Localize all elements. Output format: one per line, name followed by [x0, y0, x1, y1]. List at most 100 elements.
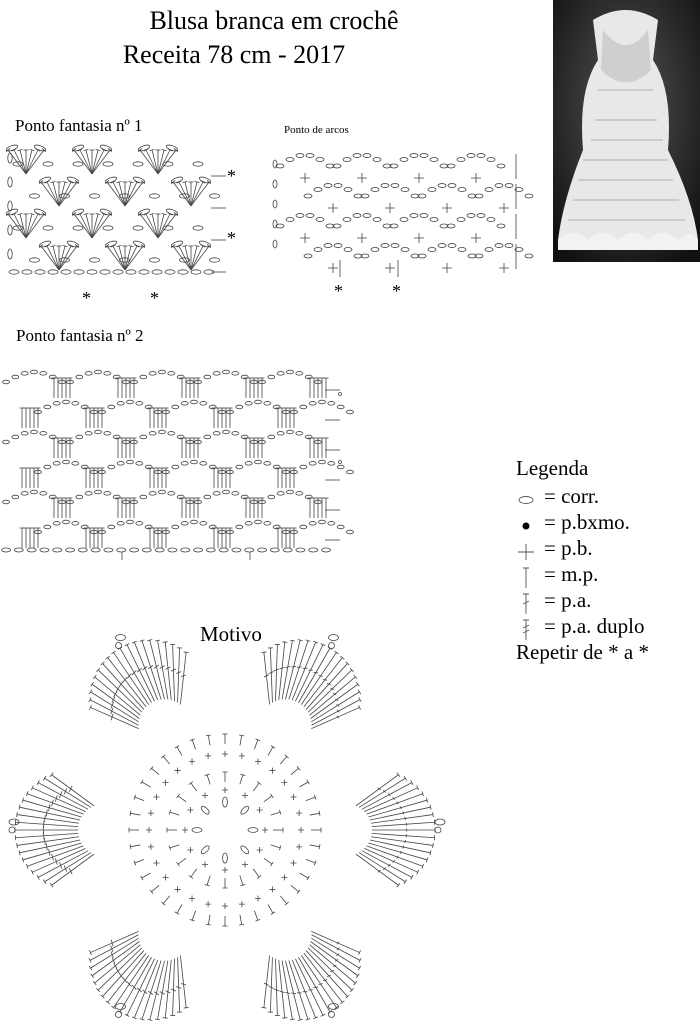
single-crochet-stitch [175, 886, 181, 892]
chain-stitch [172, 465, 179, 469]
chain-stitch [200, 805, 210, 815]
stitch-top-bar [184, 652, 189, 653]
chain-stitch [232, 432, 239, 436]
stitch-cross-bar [405, 817, 406, 820]
double-crochet-stitch [180, 652, 186, 704]
fantasia1-label: Ponto fantasia nº 1 [15, 116, 143, 136]
double-crochet-stitch [17, 837, 79, 846]
stitch-top-bar [111, 651, 115, 654]
chain-stitch [316, 218, 324, 222]
chain-stitch [316, 158, 324, 162]
stitch-cross-bar [116, 686, 119, 692]
chain-stitch [152, 270, 162, 274]
double-crochet-stitch [16, 822, 79, 826]
chain-stitch [277, 492, 284, 496]
arcos-label: Ponto de arcos [284, 124, 349, 136]
double-crochet-stitch [364, 848, 417, 872]
double-crochet-stitch [264, 652, 270, 704]
chain-stitch [181, 522, 188, 526]
double-crochet-stitch [191, 182, 203, 206]
double-crochet-stitch [364, 788, 417, 812]
chain-stitch [505, 244, 513, 248]
double-crochet-stitch [91, 692, 139, 722]
chain-stitch [12, 495, 19, 499]
double-crochet-stitch [371, 837, 433, 846]
chain-stitch [31, 370, 38, 374]
chain-stitch [277, 372, 284, 376]
chain-stitch [363, 214, 371, 218]
chain-stitch [8, 177, 12, 187]
chain-stitch [287, 490, 294, 494]
single-crochet-stitch [296, 810, 302, 816]
treble-crochet-icon [516, 618, 536, 638]
stitch-cross-bar [114, 691, 117, 697]
legend-item: = p.a. duplo [516, 614, 649, 640]
stitch-top-bar [43, 776, 46, 780]
legend-text: = m.p. [544, 562, 598, 586]
single-crochet-stitch [239, 753, 245, 759]
chain-stitch [40, 548, 49, 552]
chain-stitch [296, 492, 303, 496]
legend-text: = p.bxmo. [544, 510, 630, 534]
stitch-top-bar [271, 912, 275, 915]
chain-stitch [505, 184, 513, 188]
stitch-top-bar [155, 640, 160, 641]
double-crochet-stitch [180, 955, 186, 1007]
double-crochet-stitch [271, 812, 281, 815]
double-crochet-stitch [264, 796, 272, 802]
chain-stitch [200, 462, 207, 466]
stitch-top-bar [433, 812, 434, 817]
chain-stitch [140, 375, 147, 379]
row-end-dot [339, 393, 342, 396]
double-crochet-stitch [254, 740, 257, 749]
chain-stitch [438, 184, 446, 188]
chain-stitch [8, 153, 12, 163]
chain-stitch [87, 270, 97, 274]
single-crochet-stitch [328, 203, 338, 213]
chain-stitch [181, 462, 188, 466]
title-line-2: Receita 78 cm - 2017 [0, 40, 508, 70]
chain-stitch [40, 372, 47, 376]
single-crochet-stitch [146, 827, 152, 833]
chain-stitch [95, 430, 102, 434]
chain-stitch [104, 548, 113, 552]
chain-stitch [329, 1003, 339, 1009]
stitch-top-bar [130, 844, 131, 849]
stitch-top-bar [261, 1008, 266, 1009]
stitch-top-bar [111, 1006, 115, 1009]
chain-stitch [410, 214, 418, 218]
fantasia2-chart [0, 362, 345, 562]
double-crochet-stitch [130, 813, 140, 815]
single-crochet-stitch [290, 860, 296, 866]
chain-stitch [172, 405, 179, 409]
single-crochet-stitch [148, 810, 154, 816]
chain-stitch [44, 525, 51, 529]
slip-stitch-dot [116, 1011, 122, 1017]
stitch-cross-bar [319, 984, 323, 985]
chain-stitch [149, 432, 156, 436]
stitch-cross-bar [69, 786, 72, 792]
double-crochet-stitch [292, 642, 315, 700]
chain-stitch [430, 158, 438, 162]
stitch-cross-bar [291, 993, 296, 994]
chain-stitch [172, 525, 179, 529]
chain-stitch [104, 432, 111, 436]
double-crochet-stitch [173, 959, 175, 1016]
single-crochet-stitch [189, 759, 195, 765]
stitch-top-bar [404, 880, 407, 884]
chain-stitch [477, 214, 485, 218]
single-crochet-stitch [414, 173, 424, 183]
single-crochet-stitch [187, 847, 193, 853]
single-crochet-stitch [499, 203, 509, 213]
chain-stitch [130, 548, 139, 552]
chain-stitch [232, 372, 239, 376]
chain-stitch [210, 258, 220, 262]
double-crochet-stitch [276, 645, 278, 702]
single-crochet-stitch [205, 753, 211, 759]
double-crochet-stitch [299, 782, 308, 787]
slip-stitch-dot [116, 643, 122, 649]
chain-stitch [2, 548, 11, 552]
stitch-top-bar [130, 811, 131, 816]
chain-stitch [74, 270, 84, 274]
chain-stitch [150, 258, 160, 262]
